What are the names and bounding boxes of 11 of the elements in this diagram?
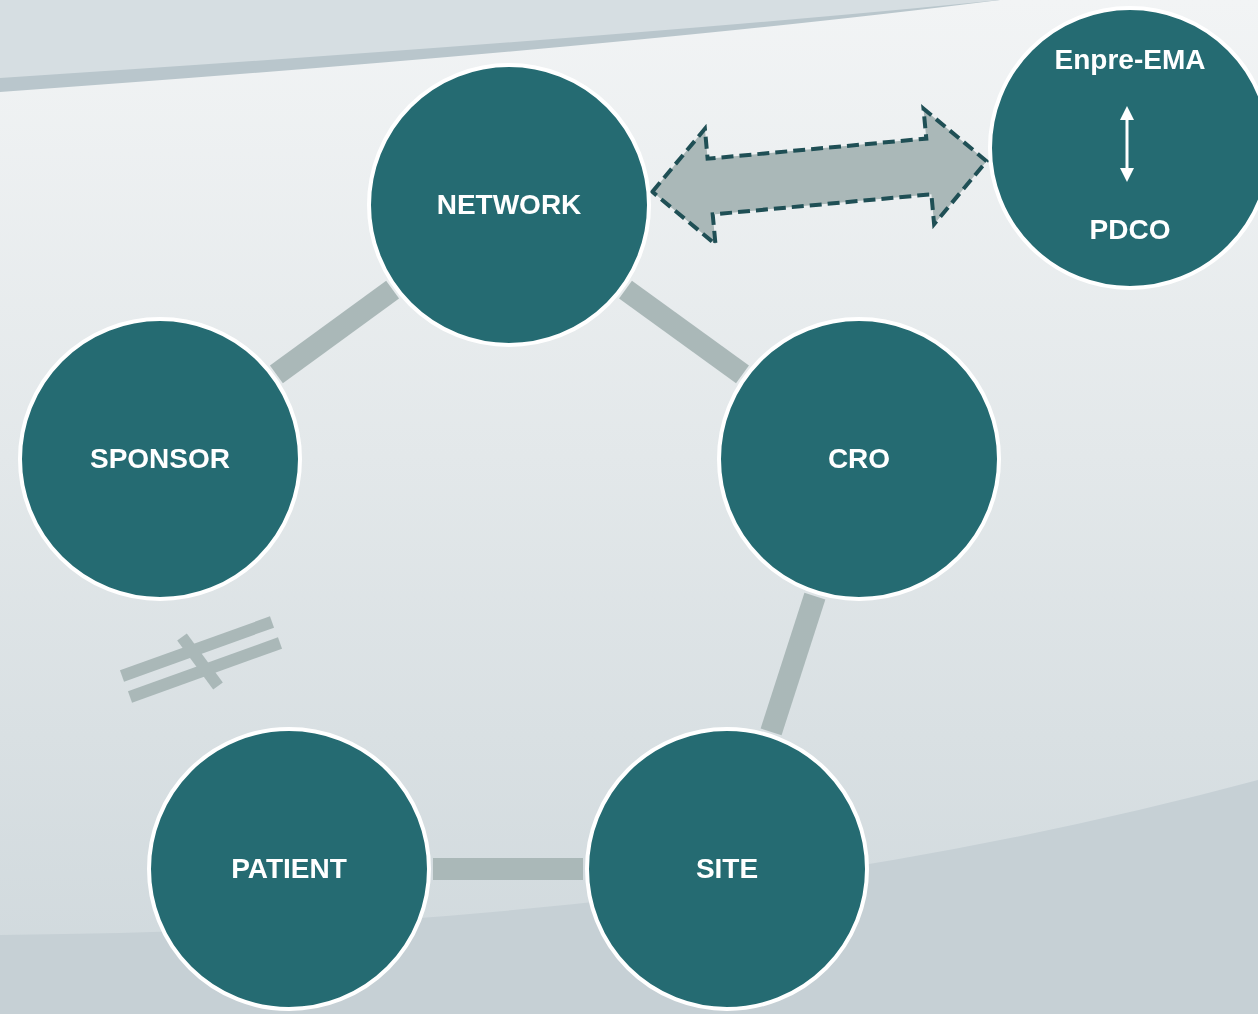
- node-label: SITE: [694, 853, 760, 885]
- node-label: PDCO: [1088, 214, 1172, 246]
- node-label: SPONSOR: [89, 443, 231, 475]
- node-label: PATIENT: [230, 853, 348, 885]
- connector-line: [760, 592, 826, 736]
- connector-line: [619, 280, 749, 384]
- node-label: Enpre-EMA: [1053, 44, 1207, 76]
- node-label: NETWORK: [435, 189, 583, 221]
- node-label: CRO: [826, 443, 892, 475]
- connector-line: [433, 858, 583, 880]
- connector-line: [269, 280, 400, 384]
